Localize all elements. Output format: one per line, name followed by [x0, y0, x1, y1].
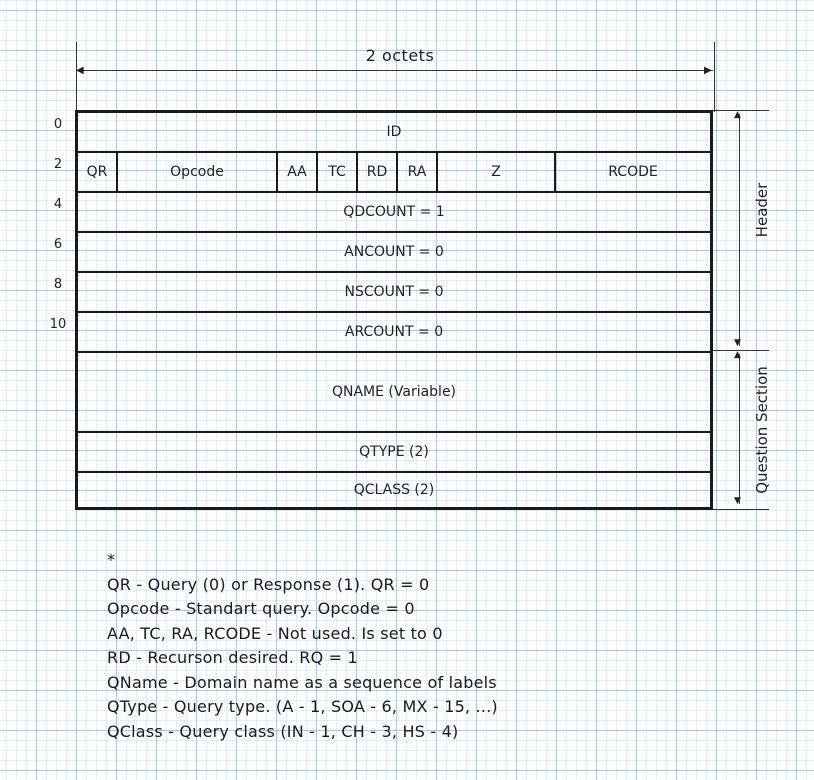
note-line: Opcode - Standart query. Opcode = 0 [107, 599, 415, 618]
flag-rd: RD [358, 153, 398, 191]
row-ancount: ANCOUNT = 0 [78, 233, 710, 273]
row-nscount: NSCOUNT = 0 [78, 273, 710, 313]
flag-rcode: RCODE [608, 164, 658, 180]
dns-packet-frame: ID QR Opcode AA TC RD RA Z RCODE QDCOUNT… [75, 110, 713, 510]
offset-label: 10 [49, 317, 67, 332]
flag-ra: RA [398, 153, 438, 191]
section-tick [713, 509, 769, 510]
note-line: RD - Recurson desired. RQ = 1 [107, 648, 358, 667]
flag-tc: TC [318, 153, 358, 191]
arrow-left-icon: ◀ [76, 65, 84, 76]
note-line: QType - Query type. (A - 1, SOA - 6, MX … [107, 697, 498, 716]
note-line: QR - Query (0) or Response (1). QR = 0 [107, 574, 430, 594]
section-tick [713, 350, 769, 351]
notes-marker: * [107, 550, 116, 569]
offset-label: 8 [53, 277, 63, 292]
header-width-label: 2 octets [365, 46, 435, 65]
row-qtype: QTYPE (2) [78, 433, 710, 473]
arrow-up-icon: ▲ [734, 110, 741, 120]
arrow-up-icon: ▲ [734, 350, 741, 360]
offset-label: 6 [53, 237, 63, 252]
dimension-extension-right [714, 42, 715, 112]
row-arcount: ARCOUNT = 0 [78, 313, 710, 353]
note-line: AA, TC, RA, RCODE - Not used. Is set to … [107, 623, 443, 643]
row-flags: QR Opcode AA TC RD RA Z RCODE [78, 153, 710, 193]
note-line: QName - Domain name as a sequence of lab… [107, 672, 497, 692]
flag-aa: AA [278, 153, 318, 191]
section-tick [713, 110, 769, 111]
arrow-down-icon: ▼ [734, 496, 741, 506]
section-label-question: Question Section [753, 366, 771, 494]
row-id: ID [78, 113, 710, 153]
offset-label: 2 [53, 157, 63, 172]
row-qdcount: QDCOUNT = 1 [78, 193, 710, 233]
note-line: QClass - Query class (IN - 1, CH - 3, HS… [107, 721, 459, 741]
offset-label: 0 [53, 117, 63, 132]
header-span-line [739, 114, 740, 346]
arrow-right-icon: ▶ [704, 65, 712, 76]
dimension-extension-left [76, 42, 77, 112]
flag-qr: QR [78, 153, 118, 191]
section-label-header: Header [753, 182, 771, 238]
row-qname: QNAME (Variable) [78, 353, 710, 433]
offset-label: 4 [53, 197, 63, 212]
dimension-line [77, 70, 713, 71]
row-qclass: QCLASS (2) [353, 482, 435, 498]
flag-z: Z [438, 153, 556, 191]
question-span-line [739, 354, 740, 504]
flag-opcode: Opcode [118, 153, 278, 191]
legend-notes: * QR - Query (0) or Response (1). QR = 0… [107, 548, 498, 744]
arrow-down-icon: ▼ [734, 338, 741, 348]
